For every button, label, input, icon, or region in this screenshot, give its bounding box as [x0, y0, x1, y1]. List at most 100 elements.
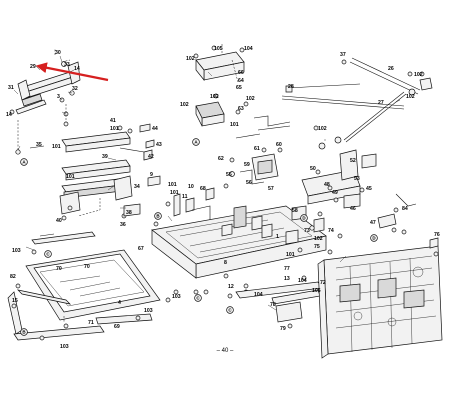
part-callout: 78 [270, 302, 276, 308]
part-callout: 70 [56, 266, 62, 272]
part-callout: 38 [126, 210, 132, 216]
part-callout: 73 [304, 228, 310, 234]
part-callout: 3 [57, 94, 60, 100]
part-callout: 62 [218, 156, 224, 162]
part-callout: 43 [156, 142, 162, 148]
part-callout: 55 [226, 172, 232, 178]
part-callout: 70 [84, 264, 90, 270]
ref-marker-label: A [194, 140, 198, 145]
part-callout: 32 [72, 86, 78, 92]
ref-marker-label: C [196, 296, 200, 301]
part-callout: 102 [314, 236, 323, 242]
assembly-glass-frames [7, 231, 171, 341]
part-callout: 102 [318, 126, 327, 132]
assembly-scanner-base [123, 157, 327, 299]
part-callout: 39 [102, 154, 108, 160]
part-callout: 103 [12, 248, 21, 254]
part-callout: 71 [88, 320, 94, 326]
part-callout: 29 [30, 64, 36, 70]
part-callout: 13 [284, 276, 290, 282]
part-callout: 40 [56, 218, 62, 224]
leader-lines [13, 55, 401, 311]
part-callout: 42 [148, 154, 154, 160]
part-callout: 67 [138, 246, 144, 252]
part-callout: 57 [268, 186, 274, 192]
ref-marker-circle [20, 158, 28, 166]
part-callout: 101 [110, 126, 119, 132]
ref-marker-label: C [228, 308, 232, 313]
assembly-shafts [281, 57, 433, 144]
part-callout: 60 [276, 142, 282, 148]
part-callout: 8 [224, 260, 227, 266]
part-callout: 34 [134, 184, 140, 190]
ref-marker-label: B [22, 330, 26, 335]
part-callout: 11 [182, 194, 188, 200]
part-callout: 45 [366, 186, 372, 192]
part-callout: 103 [172, 294, 181, 300]
part-callout: 79 [280, 326, 286, 332]
part-callout: 72 [320, 280, 326, 286]
part-callout: 63 [238, 106, 244, 112]
part-callout: 48 [324, 182, 330, 188]
ref-marker-circle [194, 294, 202, 302]
part-callout: 56 [246, 180, 252, 186]
part-callout: 102 [246, 96, 255, 102]
part-callout: 49 [332, 190, 338, 196]
part-callout: 14 [74, 66, 80, 72]
part-callout: 33 [64, 62, 70, 68]
part-callout: 58 [292, 208, 298, 214]
part-callout: 103 [144, 308, 153, 314]
reference-markers: A B C A B C D D C [20, 138, 378, 336]
part-callout: 9 [150, 172, 153, 178]
assembly-lower-rail [59, 123, 155, 221]
part-callout: 28 [288, 84, 294, 90]
part-callout: 52 [350, 158, 356, 164]
part-callout: 12 [228, 284, 234, 290]
part-callout: 104 [298, 278, 307, 284]
part-callout: 46 [350, 206, 356, 212]
part-callout: 61 [254, 146, 260, 152]
part-callout: 101 [170, 190, 179, 196]
part-callout: 102 [186, 56, 195, 62]
part-callout: 106 [312, 288, 321, 294]
ref-marker-circle [192, 138, 200, 146]
part-callout: 64 [238, 78, 244, 84]
part-callout: 105 [214, 46, 223, 52]
part-callout: 37 [340, 52, 346, 58]
part-callout: 76 [434, 232, 440, 238]
part-callout: 75 [314, 244, 320, 250]
part-callout: 102 [406, 94, 415, 100]
part-callout: 68 [200, 186, 206, 192]
ref-marker-label: B [156, 214, 160, 219]
part-callout: 69 [114, 324, 120, 330]
part-callout: 41 [110, 118, 116, 124]
part-callout: 101 [168, 182, 177, 188]
part-callout: 82 [10, 274, 16, 280]
ref-marker-circle [20, 328, 28, 336]
part-callout: 101 [230, 122, 239, 128]
ref-marker-circle [370, 234, 378, 242]
part-callout: 26 [388, 66, 394, 72]
part-callout: 102 [414, 72, 423, 78]
page-number: – 40 – [217, 348, 234, 354]
assembly-bottom-rail [235, 275, 323, 329]
part-callout: 74 [328, 228, 334, 234]
part-callout: 65 [236, 85, 242, 91]
assembly-main-body [317, 237, 443, 359]
part-callout: 103 [60, 344, 69, 350]
ref-marker-circle [154, 212, 162, 220]
ref-marker-circle [226, 306, 234, 314]
part-callout: 102 [210, 94, 219, 100]
part-callout: 104 [244, 46, 253, 52]
ref-marker-label: A [22, 160, 26, 165]
red-highlight-arrow [35, 62, 109, 82]
part-callout: 59 [244, 162, 250, 168]
part-callout: 101 [52, 144, 61, 150]
part-callout: 15 [12, 298, 18, 304]
part-callout: 101 [286, 252, 295, 258]
part-callout: 1 [276, 234, 279, 240]
part-callout: 44 [152, 126, 158, 132]
ref-marker-label: C [46, 252, 50, 257]
